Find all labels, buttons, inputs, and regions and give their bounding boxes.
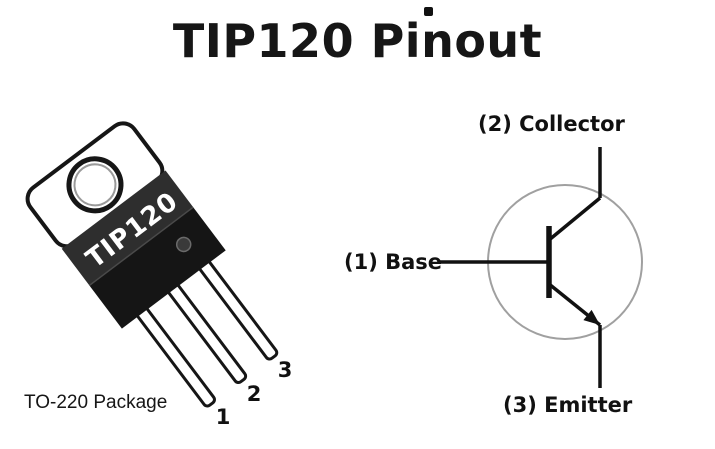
package-body-bevel	[61, 170, 194, 286]
to220-package-group: TIP120	[25, 121, 279, 408]
pin-number-2: 2	[247, 382, 262, 406]
collector-diagonal	[547, 196, 602, 242]
package-body	[89, 207, 226, 329]
stray-dot	[424, 7, 433, 16]
collector-label: (2) Collector	[478, 112, 625, 136]
pin-number-3: 3	[278, 358, 293, 382]
emitter-label: (3) Emitter	[503, 393, 633, 417]
page-title: TIP120 Pinout	[172, 14, 543, 68]
base-label: (1) Base	[344, 250, 443, 274]
pin-number-1: 1	[216, 405, 231, 429]
package-bevel-edge	[88, 206, 194, 287]
to220-package-illustration: TIP120 1 2 3	[25, 121, 293, 429]
package-dimple	[175, 236, 192, 253]
mounting-hole-inner-rim	[73, 163, 117, 207]
npn-transistor-symbol	[440, 147, 643, 388]
emitter-arrow	[583, 309, 600, 325]
mounting-hole	[66, 156, 124, 214]
package-caption: TO-220 Package	[24, 392, 168, 413]
